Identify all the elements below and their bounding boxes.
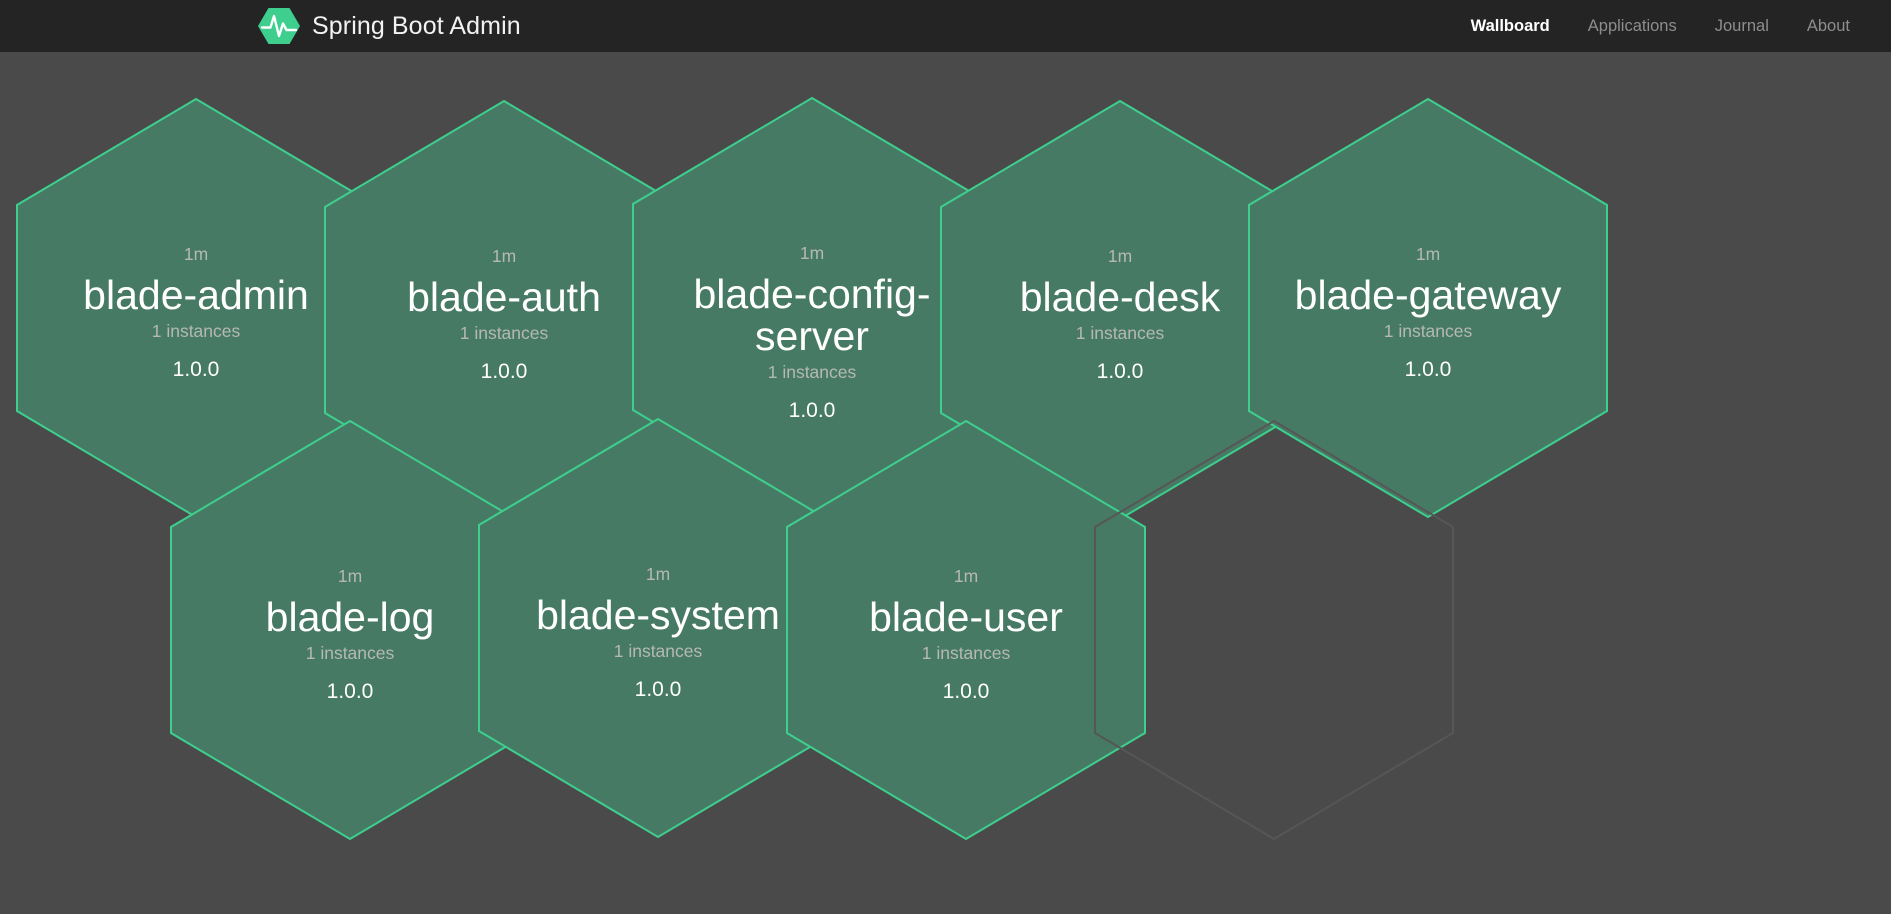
hexagon-shape-outline [1094, 419, 1454, 841]
wallboard-grid: 1m blade-admin 1 instances 1.0.0 1m blad… [0, 52, 1891, 914]
nav-item-applications[interactable]: Applications [1587, 17, 1677, 35]
top-navbar: Spring Boot Admin Wallboard Applications… [0, 0, 1891, 52]
nav-item-about[interactable]: About [1806, 17, 1850, 35]
brand-link[interactable]: Spring Boot Admin [258, 6, 521, 46]
spring-boot-admin-logo-icon [258, 8, 300, 44]
brand-title: Spring Boot Admin [312, 11, 521, 40]
nav-item-wallboard[interactable]: Wallboard [1470, 17, 1550, 35]
hexagon-shape [786, 419, 1146, 841]
hexagon-shape [1248, 97, 1608, 519]
nav-item-journal[interactable]: Journal [1714, 17, 1769, 35]
main-nav: Wallboard Applications Journal About [1452, 0, 1869, 52]
empty-hexagon-placeholder [1092, 418, 1456, 842]
